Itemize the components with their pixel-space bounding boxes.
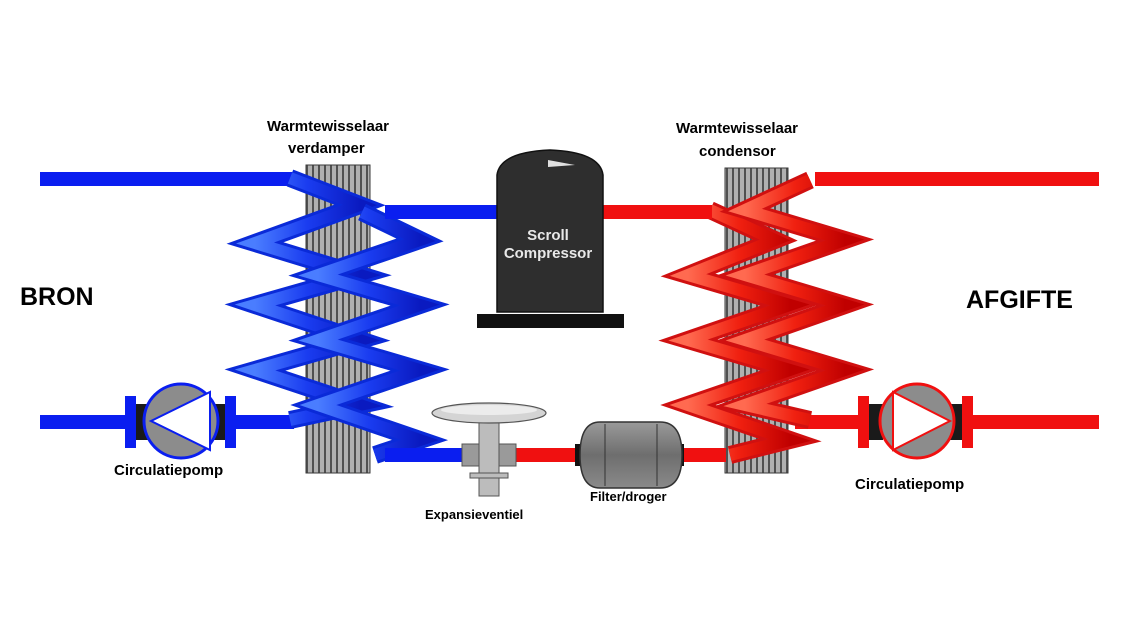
source-return-pipe [40,415,294,429]
low-pressure-line [385,448,475,462]
expansion-valve-label: Expansieventiel [425,507,523,522]
circulation-pump-right [858,382,973,460]
discharge-line [600,205,712,219]
liquid-line-2 [676,448,726,462]
pump-direction-arrow-right [892,390,953,452]
output-return-pipe [795,415,1099,429]
circulation-pump-left [125,382,236,460]
condenser-coil [658,171,875,464]
condenser-label-line1: Warmtewisselaar [676,120,798,137]
compressor-base [477,314,624,328]
liquid-line-1 [515,448,585,462]
compressor-label-line1: Scroll [527,227,569,244]
evaporator-label-line2: verdamper [288,140,365,157]
source-label: BRON [20,283,94,311]
output-supply-pipe [815,172,1099,186]
condenser-label-line2: condensor [699,143,776,160]
pump-left-label: Circulatiepomp [114,462,223,479]
filter-dryer [575,421,684,489]
suction-line [385,205,500,219]
compressor-label-line2: Compressor [504,245,593,262]
pump-direction-arrow-left [148,390,211,452]
evaporator-coil [224,169,450,464]
scroll-compressor: Scroll Compressor [477,149,624,328]
expansion-valve [431,402,547,497]
evaporator-label-line1: Warmtewisselaar [267,118,389,135]
output-label: AFGIFTE [966,286,1073,314]
pump-right-label: Circulatiepomp [855,476,964,493]
source-supply-pipe [40,172,295,186]
filter-dryer-label: Filter/droger [590,489,667,504]
